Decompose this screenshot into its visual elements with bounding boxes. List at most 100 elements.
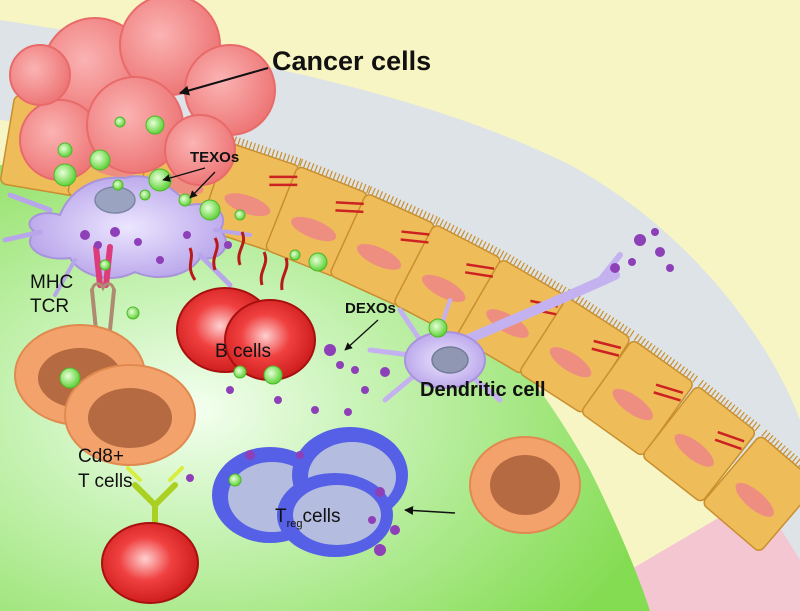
label-dendritic-cell: Dendritic cell [420,379,546,401]
purple-exosome [156,256,164,264]
epithelial-nucleus [224,193,271,217]
texos-arrow-1 [162,167,206,182]
green-exosome [145,115,165,135]
tight-junction [714,430,745,451]
green-exosome [139,189,151,201]
t-cell-right [469,436,581,534]
green-exosome [99,259,111,271]
purple-exosome [80,230,90,240]
label-tcr: TCR [30,296,69,317]
antibody [126,466,184,531]
cancer-cell [9,44,71,106]
purple-exosome [324,344,336,356]
green-exosome [263,365,283,385]
b-cell-bottom [101,522,199,604]
green-exosome [178,193,192,207]
purple-exosome [368,516,376,524]
epithelial-cell [703,429,800,551]
green-exosome [148,168,172,192]
dendritic-cell-nucleus [94,186,136,214]
green-exosome [112,179,124,191]
purple-exosome [186,474,194,482]
green-exosome [199,199,221,221]
dendritic-cell-right [367,252,623,403]
purple-exosome [380,367,390,377]
treg-cells [212,427,408,557]
green-exosome [57,142,73,158]
purple-exosome [110,227,120,237]
label-b-cells: B cells [215,341,271,362]
epithelial-nucleus [735,482,774,517]
epithelial-nucleus [549,347,592,378]
t-cell-nucleus [88,388,172,448]
green-exosome [228,473,242,487]
green-exosome [428,318,448,338]
purple-exosome [94,241,102,249]
purple-exosome [628,258,636,266]
purple-exosome [361,386,369,394]
green-exosome [114,116,126,128]
t-cell-nucleus [490,455,560,515]
label-treg-sub: reg [287,518,303,530]
purple-exosome [296,451,304,459]
tight-junction [591,339,622,357]
green-exosome [289,249,301,261]
purple-exosome [634,234,646,246]
purple-exosome [351,366,359,374]
epithelial-nucleus [422,274,466,303]
epithelial-nucleus [356,243,402,270]
tight-junction [653,383,684,402]
purple-exosome [666,264,674,272]
dendritic-cell-left [2,175,252,297]
label-dexos: DEXOs [345,300,396,317]
dendritic-cell-nucleus [431,346,469,374]
green-exosomes [53,115,448,487]
label-texos: TEXOs [190,149,239,166]
b-cells [176,231,316,381]
green-exosome [53,163,77,187]
epithelial-cell [643,379,761,502]
epithelial-cell [581,333,698,456]
purple-exosome [311,406,319,414]
purple-exosome [374,544,386,556]
purple-exosome [245,450,255,460]
annotation-arrows [162,67,456,515]
green-exosome [89,149,111,171]
purple-exosome [336,361,344,369]
cancer-cell-cluster [9,0,276,186]
green-exosome [234,209,246,221]
purple-exosomes [80,227,674,556]
label-cancer-cells: Cancer cells [272,46,431,76]
epithelial-nucleus [674,434,714,467]
green-exosome [126,306,140,320]
epithelial-nucleus [612,388,653,421]
purple-exosome [651,228,659,236]
purple-exosome [134,238,142,246]
label-cd8-line1: Cd8+ [78,446,124,467]
label-treg-suffix: cells [303,506,341,527]
purple-exosome [610,263,620,273]
label-treg-main: T [275,506,287,527]
dexos-arrow [344,319,379,351]
purple-exosome [390,525,400,535]
texos-arrow-2 [189,171,216,199]
label-cd8-line2: T cells [78,471,133,492]
purple-exosome [344,408,352,416]
purple-exosome [224,241,232,249]
purple-exosome [183,231,191,239]
purple-exosome [375,487,385,497]
green-exosome [59,367,81,389]
tight-junction [269,175,298,187]
purple-exosome [274,396,282,404]
purple-exosome [655,247,665,257]
tight-junction [400,230,430,244]
treg-cell-inner [293,485,381,545]
tcr-molecule [90,288,116,332]
tight-junction [464,263,495,278]
label-treg: Tregcells [275,506,341,530]
label-mhc: MHC [30,272,73,293]
tight-junction [335,201,364,214]
cancer-cells-arrow [179,67,269,96]
